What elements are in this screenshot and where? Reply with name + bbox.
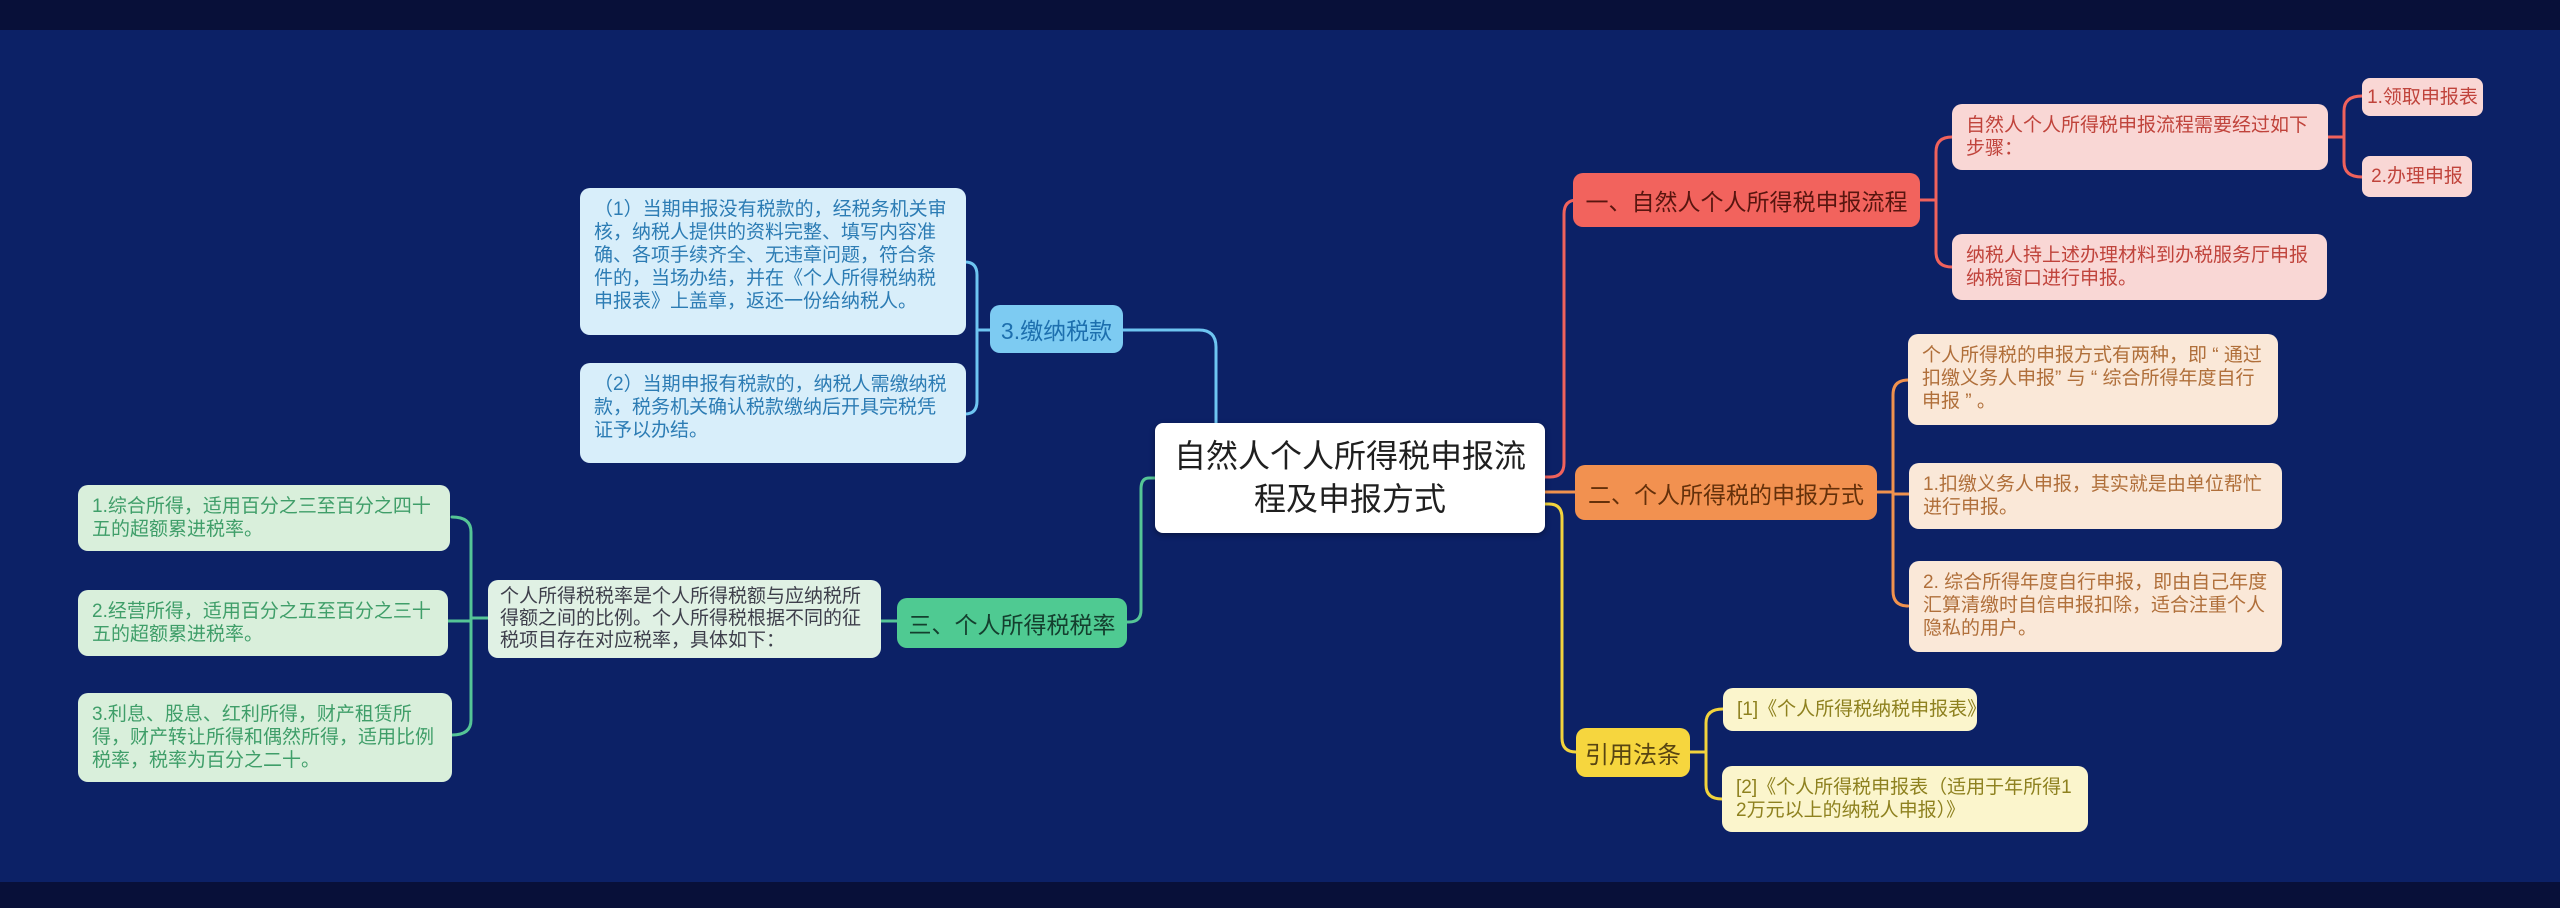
node-declare-method[interactable]: 二、个人所得税的申报方式 <box>1575 465 1877 520</box>
node-rate-proportional[interactable]: 3.利息、股息、红利所得，财产租赁所得，财产转让所得和偶然所得，适用比例税率，税… <box>78 693 452 782</box>
node-method-self-declare[interactable]: 2. 综合所得年度自行申报，即由自己年度汇算清缴时自信申报扣除，适合注重个人隐私… <box>1909 561 2282 652</box>
node-rate-comprehensive[interactable]: 1.综合所得，适用百分之三至百分之四十五的超额累进税率。 <box>78 485 450 551</box>
node-declare-process[interactable]: 一、自然人个人所得税申报流程 <box>1573 173 1920 227</box>
connector-rate-branch <box>446 476 1157 737</box>
node-step-handle-declare[interactable]: 2.办理申报 <box>2362 156 2472 197</box>
node-method-desc[interactable]: 个人所得税的申报方式有两种，即 “ 通过扣缴义务人申报” 与 “ 综合所得年度自… <box>1908 334 2278 425</box>
node-law-ref-1[interactable]: [1]《个人所得税纳税申报表》 <box>1723 688 1986 731</box>
node-method-withholding[interactable]: 1.扣缴义务人申报，其实就是由单位帮忙进行申报。 <box>1909 463 2282 529</box>
node-process-window[interactable]: 纳税人持上述办理材料到办税服务厅申报纳税窗口进行申报。 <box>1952 234 2327 300</box>
node-tax-rate-desc[interactable]: 个人所得税税率是个人所得税额与应纳税所得额之间的比例。个人所得税根据不同的征税项… <box>488 580 881 658</box>
node-pay-tax[interactable]: 3.缴纳税款 <box>990 305 1123 353</box>
node-cited-laws[interactable]: 引用法条 <box>1576 728 1690 777</box>
node-pay-has-tax-detail[interactable]: （2）当期申报有税款的，纳税人需缴纳税款，税务机关确认税款缴纳后开具完税凭证予以… <box>580 363 966 463</box>
top-band <box>0 0 2560 30</box>
root-node[interactable]: 自然人个人所得税申报流程及申报方式 <box>1155 423 1545 533</box>
node-step-get-form[interactable]: 1.领取申报表 <box>2362 78 2483 116</box>
connector-pay-branch <box>963 260 1218 425</box>
bottom-band <box>0 882 2560 908</box>
connector-method-branch <box>1543 378 1911 608</box>
node-rate-business[interactable]: 2.经营所得，适用百分之五至百分之三十五的超额累进税率。 <box>78 590 448 656</box>
node-tax-rate[interactable]: 三、个人所得税税率 <box>897 598 1127 648</box>
node-process-steps-intro[interactable]: 自然人个人所得税申报流程需要经过如下步骤： <box>1952 104 2328 170</box>
node-law-ref-2[interactable]: [2]《个人所得税申报表（适用于年所得12万元以上的纳税人申报）》 <box>1722 766 2088 832</box>
connector-law-branch <box>1543 502 1725 801</box>
node-pay-no-tax-detail[interactable]: （1）当期申报没有税款的，经税务机关审核，纳税人提供的资料完整、填写内容准确、各… <box>580 188 966 335</box>
connector-process-branch <box>1543 94 2364 479</box>
